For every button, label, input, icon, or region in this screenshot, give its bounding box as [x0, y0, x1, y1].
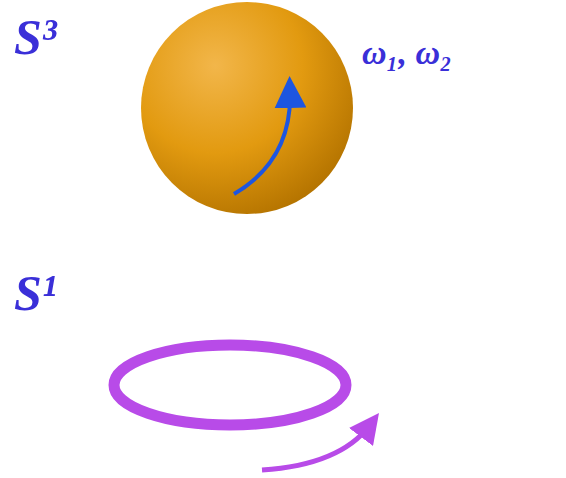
rotation-arrow: [234, 92, 290, 194]
space-label: S³: [14, 12, 57, 62]
sphere: [141, 2, 353, 214]
parameter-label: ω₁, ω₂: [362, 36, 452, 70]
circle-arrow: [262, 425, 370, 470]
space-label: S¹: [14, 268, 57, 318]
circle-loop: [114, 345, 346, 425]
